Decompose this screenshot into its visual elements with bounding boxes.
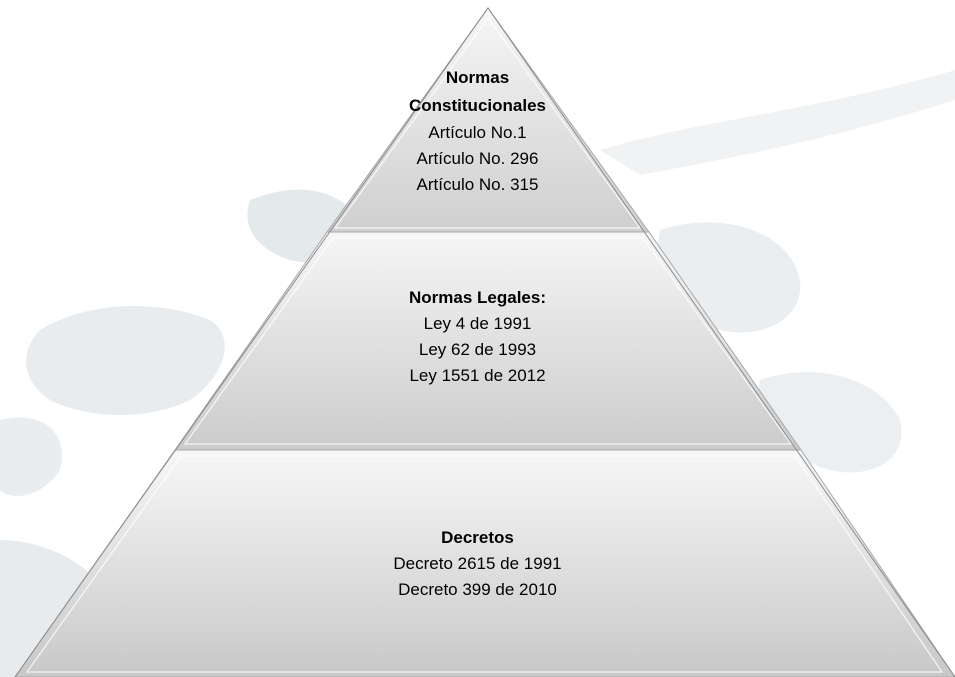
tier-legal-heading: Normas Legales:: [409, 288, 546, 307]
tier-decrees-heading: Decretos: [441, 528, 514, 547]
tier-constitutional-text: Normas Constitucionales Artículo No.1 Ar…: [0, 64, 955, 198]
tier-decrees-item: Decreto 399 de 2010: [398, 580, 557, 599]
tier-constitutional-heading: Normas Constitucionales: [409, 68, 546, 115]
tier-legal-item: Ley 62 de 1993: [418, 340, 537, 359]
tier-constitutional-item: Artículo No.1: [428, 123, 527, 142]
tier-decrees-item: Decreto 2615 de 1991: [393, 554, 562, 573]
tier-constitutional-item: Artículo No. 296: [416, 149, 539, 168]
tier-legal-text: Normas Legales: Ley 4 de 1991 Ley 62 de …: [0, 285, 955, 389]
tier-legal-item: Ley 4 de 1991: [423, 314, 532, 333]
tier-decrees-text: Decretos Decreto 2615 de 1991 Decreto 39…: [0, 525, 955, 603]
tier-legal-item: Ley 1551 de 2012: [409, 366, 546, 385]
tier-constitutional-item: Artículo No. 315: [416, 175, 539, 194]
